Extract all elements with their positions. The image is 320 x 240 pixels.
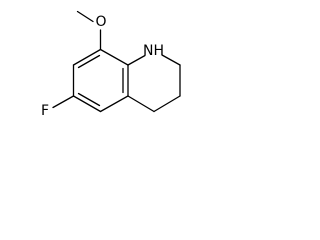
bond-c4a-c5 [99,95,129,113]
bond-c7-c8 [72,48,102,66]
oxygen-label: O [95,14,106,30]
bond-c5-c6 [72,95,102,113]
molecule-structure: O NH F [41,10,181,119]
fluorine-label: F [41,103,49,119]
bond-c6-fluorine [52,95,75,109]
bond-c4-c4a [127,95,155,113]
bond-c8a-n1 [127,54,146,66]
bond-n1-c2 [161,54,181,66]
bond-methyl-oxygen [76,10,94,23]
nitrogen-hydrogen-label: NH [143,43,164,59]
double-bond-c8-c7 [77,54,101,69]
double-bond-c6-c5 [77,92,101,107]
bond-c3-c4 [153,95,181,113]
bond-c8-c8a [99,48,129,66]
